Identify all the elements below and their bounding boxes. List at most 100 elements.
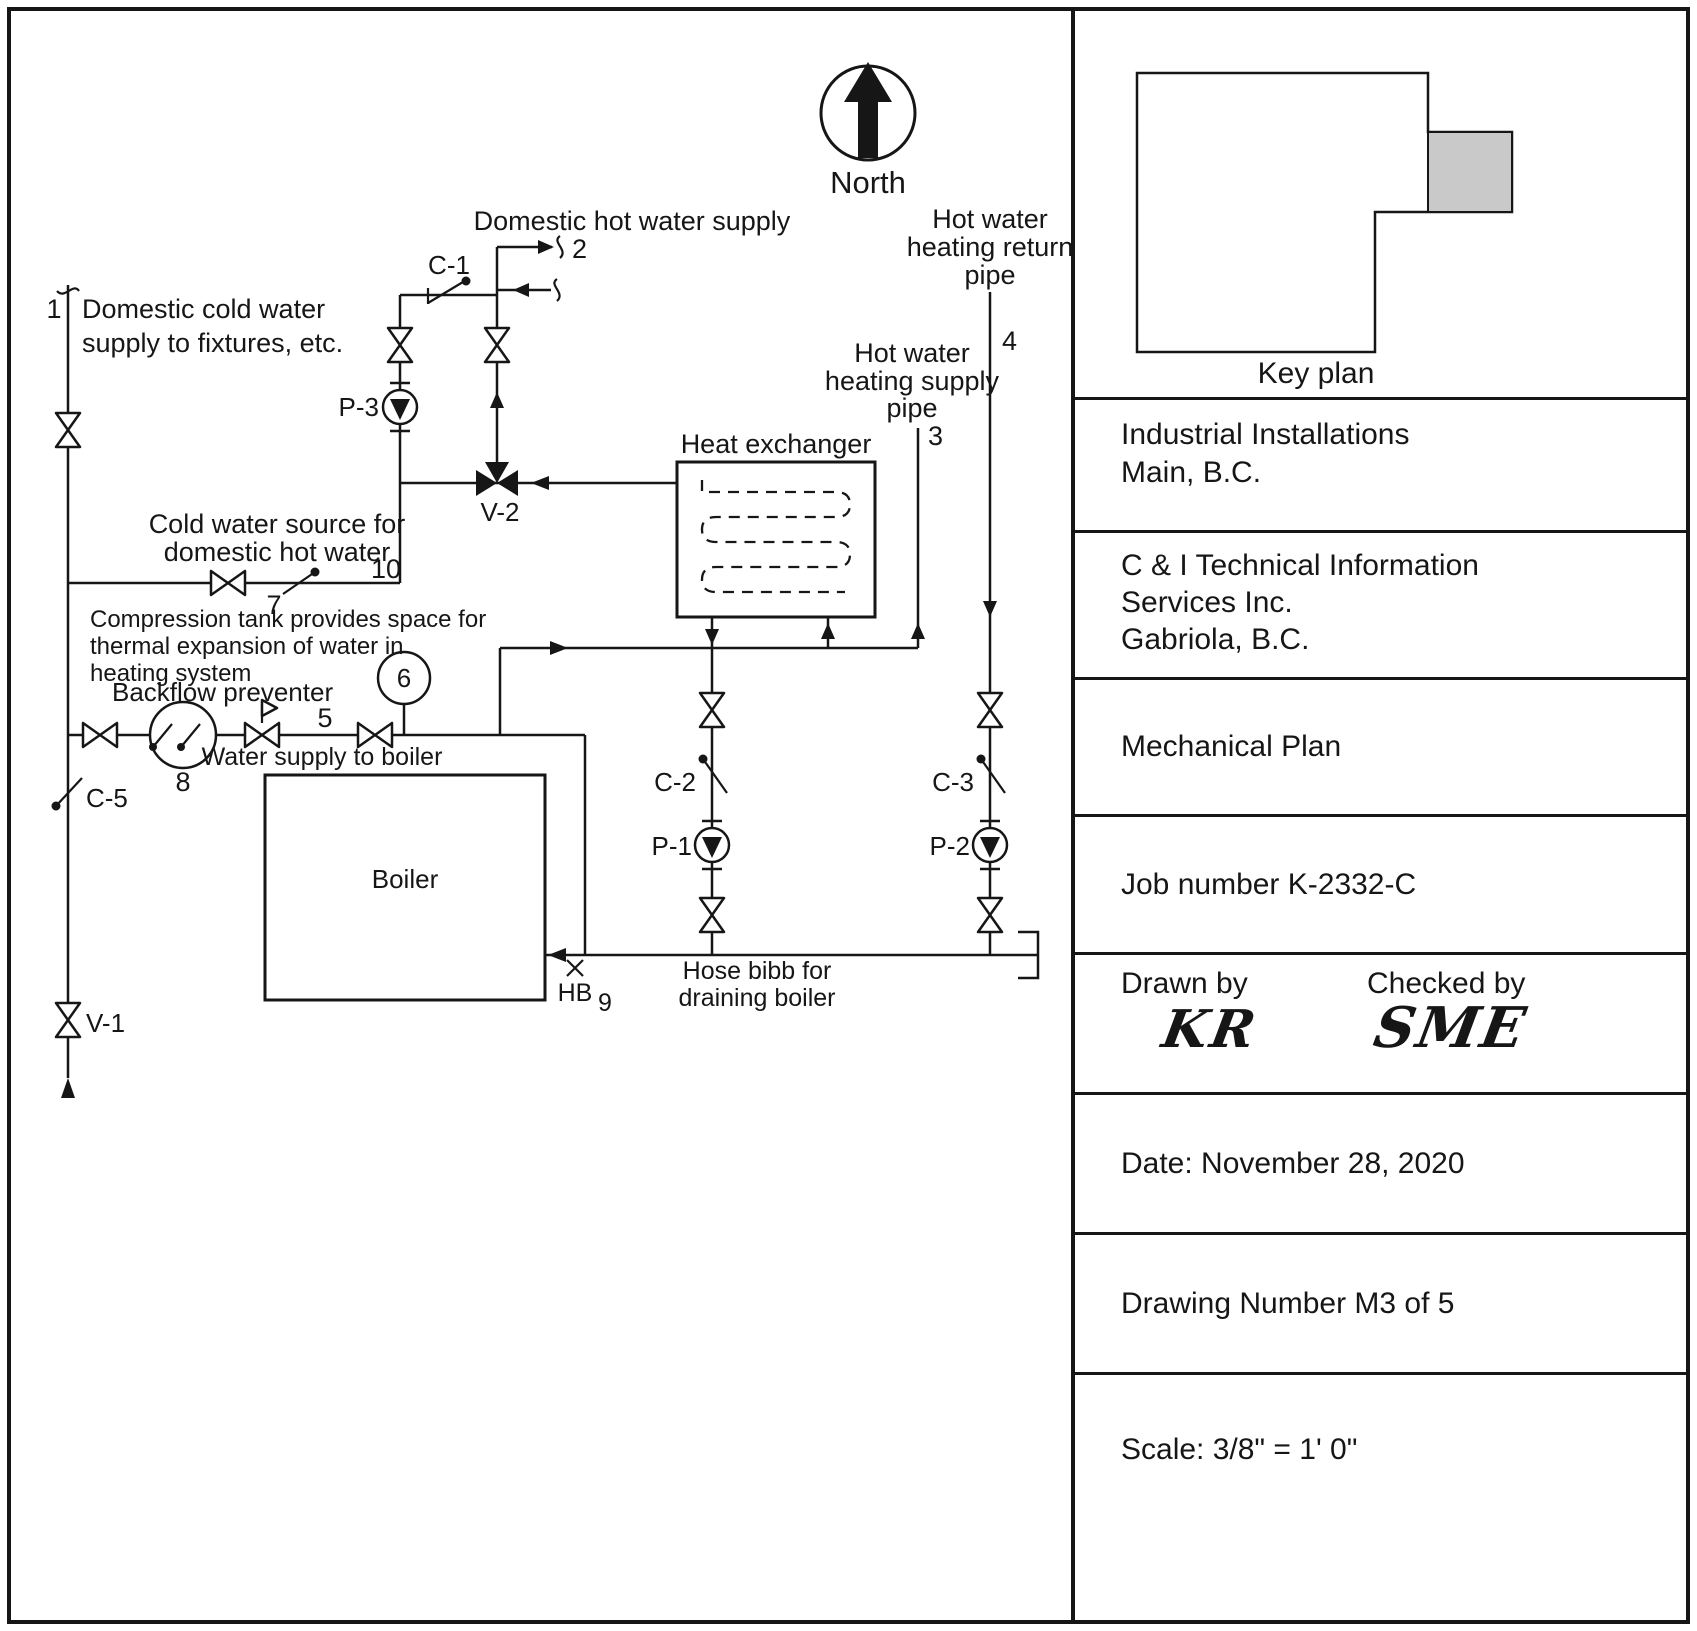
label-water-supply-boiler: Water supply to boiler <box>202 743 443 771</box>
arrow-left-dhw-return <box>513 283 529 297</box>
job-number-section: Job number K-2332-C <box>1075 817 1686 955</box>
firm-section: C & I Technical Information Services Inc… <box>1075 533 1686 680</box>
arrow-down-heating-return <box>983 601 997 617</box>
key-plan-label: Key plan <box>1258 357 1375 390</box>
tag-hb: HB <box>558 979 593 1007</box>
label-hw-return-line2: heating return <box>907 232 1074 262</box>
signatures-section: Drawn by Checked by KR SME <box>1075 955 1686 1095</box>
label-hose-bibb-line2: draining boiler <box>678 984 835 1012</box>
check-valve-c1 <box>426 276 471 304</box>
drawn-by-signature: KR <box>1157 999 1263 1060</box>
tag-v1: V-1 <box>86 1008 125 1038</box>
callout-1: 1 <box>46 294 61 324</box>
title-block: Key plan Industrial Installations Main, … <box>1071 11 1686 1620</box>
valve-p1-bottom <box>698 896 726 934</box>
valve-p2-top <box>976 691 1004 729</box>
valve-cold-source <box>209 569 247 597</box>
label-heat-exchanger: Heat exchanger <box>681 429 872 459</box>
firm-line1: C & I Technical Information <box>1121 549 1479 582</box>
valve-dhw-riser <box>483 326 511 364</box>
label-hw-supply-line2: heating supply <box>825 366 1000 396</box>
label-domestic-cold-line2: supply to fixtures, etc. <box>82 328 343 358</box>
date-value: Date: November 28, 2020 <box>1121 1146 1465 1180</box>
diagram-labels: 1 Domestic cold water supply to fixtures… <box>46 204 1073 1038</box>
callout-5: 5 <box>317 703 332 733</box>
label-hw-supply-line3: pipe <box>886 393 937 423</box>
tag-c5: C-5 <box>86 783 128 813</box>
label-cold-source-line1: Cold water source for <box>149 509 406 539</box>
date-section: Date: November 28, 2020 <box>1075 1095 1686 1235</box>
tag-c1: C-1 <box>428 250 470 280</box>
callout-9: 9 <box>598 989 612 1017</box>
arrow-up-p3-riser <box>490 392 504 408</box>
check-valve-c5 <box>51 777 83 811</box>
pump-p3 <box>381 381 419 433</box>
valve-above-p3 <box>386 326 414 364</box>
arrow-up-heating-supply <box>911 623 925 639</box>
tag-p2: P-2 <box>930 831 970 861</box>
check-valve-c3 <box>976 754 1006 794</box>
checked-by-signature: SME <box>1369 995 1532 1061</box>
firm-line2: Services Inc. <box>1121 586 1293 619</box>
arrow-up-cold-inlet <box>61 1078 75 1098</box>
check-valve-7 <box>282 567 320 595</box>
valve-v1 <box>54 1001 82 1039</box>
label-domestic-hot-water-supply: Domestic hot water supply <box>474 206 791 236</box>
drawing-number-section: Drawing Number M3 of 5 <box>1075 1235 1686 1375</box>
arrow-right-makeup <box>550 641 568 655</box>
sheet-title-section: Mechanical Plan <box>1075 680 1686 817</box>
arrow-left-into-boiler <box>548 948 566 962</box>
note-compression-line1: Compression tank provides space for <box>90 606 486 633</box>
pump-p2 <box>971 819 1009 871</box>
label-cold-source-line2: domestic hot water <box>164 537 391 567</box>
check-valve-c2 <box>698 754 728 794</box>
boiler-box <box>263 773 547 1002</box>
label-hw-return-line1: Hot water <box>932 204 1048 234</box>
flow-arrows <box>61 240 997 1098</box>
arrow-down-hx-left <box>705 629 719 645</box>
owner-section: Industrial Installations Main, B.C. <box>1075 400 1686 533</box>
firm-line3: Gabriola, B.C. <box>1121 623 1310 656</box>
drawing-number: Drawing Number M3 of 5 <box>1121 1286 1455 1320</box>
tag-p3: P-3 <box>339 392 379 422</box>
callout-10: 10 <box>371 554 401 584</box>
callout-6: 6 <box>397 663 411 693</box>
scale-value: Scale: 3/8" = 1' 0" <box>1121 1433 1358 1466</box>
label-hw-return-line3: pipe <box>964 260 1015 290</box>
note-compression-line2: thermal expansion of water in <box>90 633 404 660</box>
tag-c2: C-2 <box>654 767 696 797</box>
valve-p1-top <box>698 691 726 729</box>
owner-line2: Main, B.C. <box>1121 456 1262 489</box>
drawn-by-label: Drawn by <box>1121 967 1248 1000</box>
check-valves <box>51 276 1006 811</box>
arrow-left-into-v2 <box>531 476 549 490</box>
arrow-right-dhw-supply <box>538 240 554 254</box>
valve-v2-three-way <box>476 462 518 496</box>
arrow-up-hx-right <box>821 623 835 639</box>
note-compression-line3: heating system <box>90 660 251 687</box>
hose-bibb-symbol <box>566 959 584 977</box>
compression-tank-symbol <box>376 650 432 706</box>
job-number: Job number K-2332-C <box>1121 867 1417 901</box>
tag-p1: P-1 <box>652 831 692 861</box>
valve-lever-handle <box>260 698 279 723</box>
north-label: North <box>830 165 906 200</box>
callout-4: 4 <box>1002 326 1017 356</box>
key-plan-highlight <box>1427 131 1513 213</box>
label-backflow-preventer: Backflow preventer <box>112 677 333 707</box>
label-boiler: Boiler <box>372 864 439 894</box>
callout-7: 7 <box>266 590 281 620</box>
sheet-title: Mechanical Plan <box>1121 730 1342 763</box>
heat-exchanger-box <box>675 460 877 619</box>
callout-2: 2 <box>572 234 587 264</box>
label-hw-supply-line1: Hot water <box>854 338 970 368</box>
label-domestic-cold-line1: Domestic cold water <box>82 294 325 324</box>
callout-3: 3 <box>928 421 943 451</box>
pipe-end-bracket <box>1018 930 1040 980</box>
scale-section: Scale: 3/8" = 1' 0" <box>1075 1375 1686 1620</box>
pipe-break-3 <box>553 277 561 303</box>
key-plan-drawing: Key plan <box>1135 71 1514 390</box>
north-arrow-icon <box>844 62 892 158</box>
